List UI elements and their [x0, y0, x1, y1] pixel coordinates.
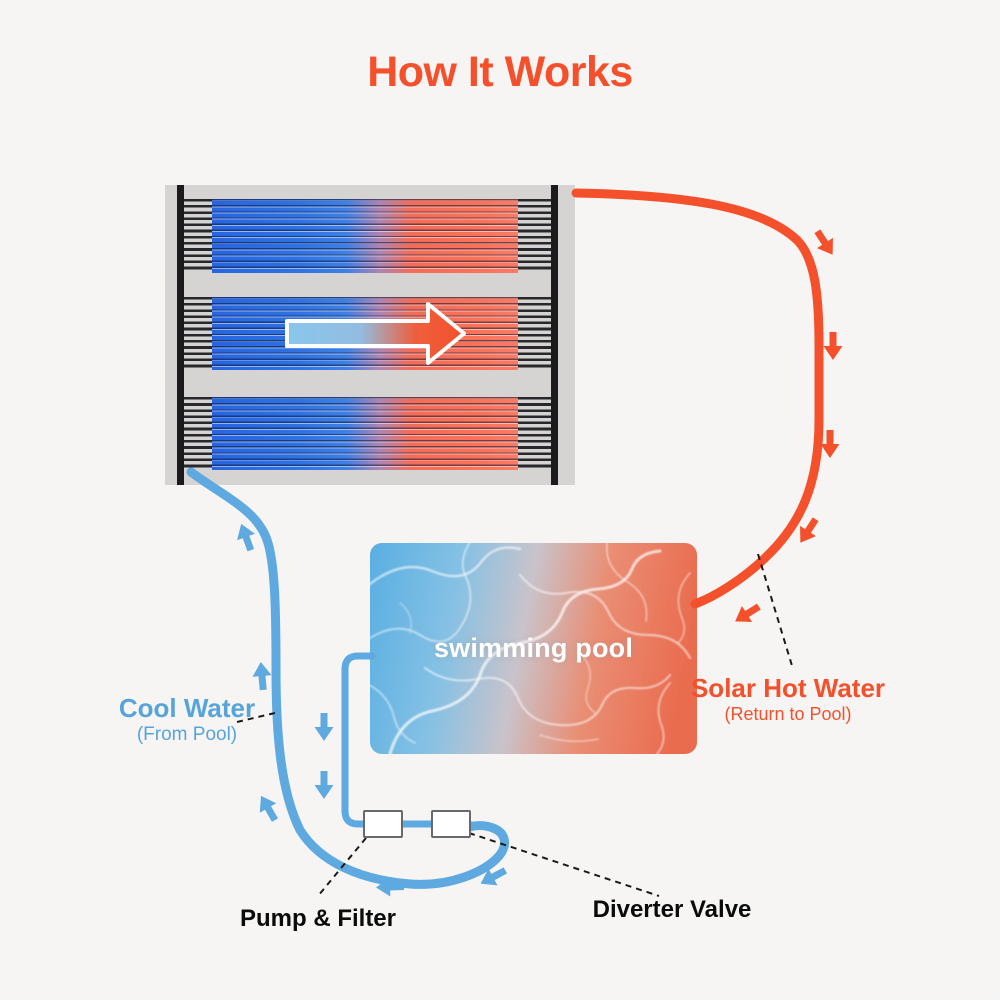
tube-connector-teeth — [518, 297, 551, 370]
diverter-valve-box — [431, 810, 471, 838]
label-solar-hot-water: Solar Hot Water (Return to Pool) — [688, 673, 888, 725]
diverter-valve-title: Diverter Valve — [592, 896, 752, 923]
callout-line-pump-filter — [317, 837, 367, 897]
tube-connector-teeth — [184, 297, 212, 370]
cool-flow-arrow-icon — [376, 877, 405, 897]
pool-label: swimming pool — [433, 633, 634, 663]
hot-flow-arrow-icon — [735, 603, 761, 623]
solar-collector-panel — [165, 185, 575, 485]
gradient-tubes — [212, 397, 518, 470]
tube-connector-teeth — [184, 199, 212, 273]
hot-flow-arrow-icon — [823, 332, 843, 360]
cool-flow-arrow-icon — [314, 771, 334, 799]
callout-line-diverter-valve — [468, 832, 660, 897]
tube-band-bottom — [165, 397, 575, 470]
cool-water-title: Cool Water — [118, 693, 256, 723]
tube-connector-teeth — [184, 397, 212, 470]
pump-filter-title: Pump & Filter — [239, 905, 396, 932]
tube-band-top — [165, 199, 575, 273]
solar-hot-water-title: Solar Hot Water — [690, 673, 886, 703]
pump-filter-box — [363, 810, 403, 838]
label-pump-filter: Pump & Filter — [228, 905, 408, 933]
swimming-pool: swimming pool — [370, 543, 697, 754]
hot-flow-arrow-icon — [820, 430, 840, 458]
panel-manifold-right — [551, 185, 558, 485]
tube-connector-teeth — [518, 397, 551, 470]
cool-flow-arrow-icon — [314, 713, 334, 741]
callout-line-solar-hot-water — [757, 553, 794, 670]
hot-water-pipe — [571, 188, 824, 609]
cool-water-subtitle: (From Pool) — [136, 723, 238, 745]
cool-flow-arrow-icon — [480, 867, 508, 886]
solar-hot-water-subtitle: (Return to Pool) — [724, 703, 852, 724]
cool-flow-arrow-icon — [237, 523, 255, 552]
label-diverter-valve: Diverter Valve — [572, 896, 772, 924]
pool-water-image — [370, 543, 697, 754]
hot-flow-arrow-icon — [814, 229, 833, 255]
page-title: How It Works — [367, 48, 633, 96]
pool-outlet-pipe — [341, 652, 473, 828]
cool-flow-arrow-icon — [259, 795, 279, 822]
hot-flow-arrow-icon — [800, 517, 819, 543]
label-cool-water: Cool Water (From Pool) — [97, 693, 277, 746]
panel-manifold-left — [177, 185, 184, 485]
gradient-tubes — [212, 199, 518, 273]
cool-flow-arrow-icon — [252, 662, 272, 691]
tube-connector-teeth — [518, 199, 551, 273]
heat-gradient-arrow-icon — [285, 302, 466, 365]
callout-line-cool-water — [236, 711, 280, 723]
cool-water-pipe — [186, 467, 509, 889]
